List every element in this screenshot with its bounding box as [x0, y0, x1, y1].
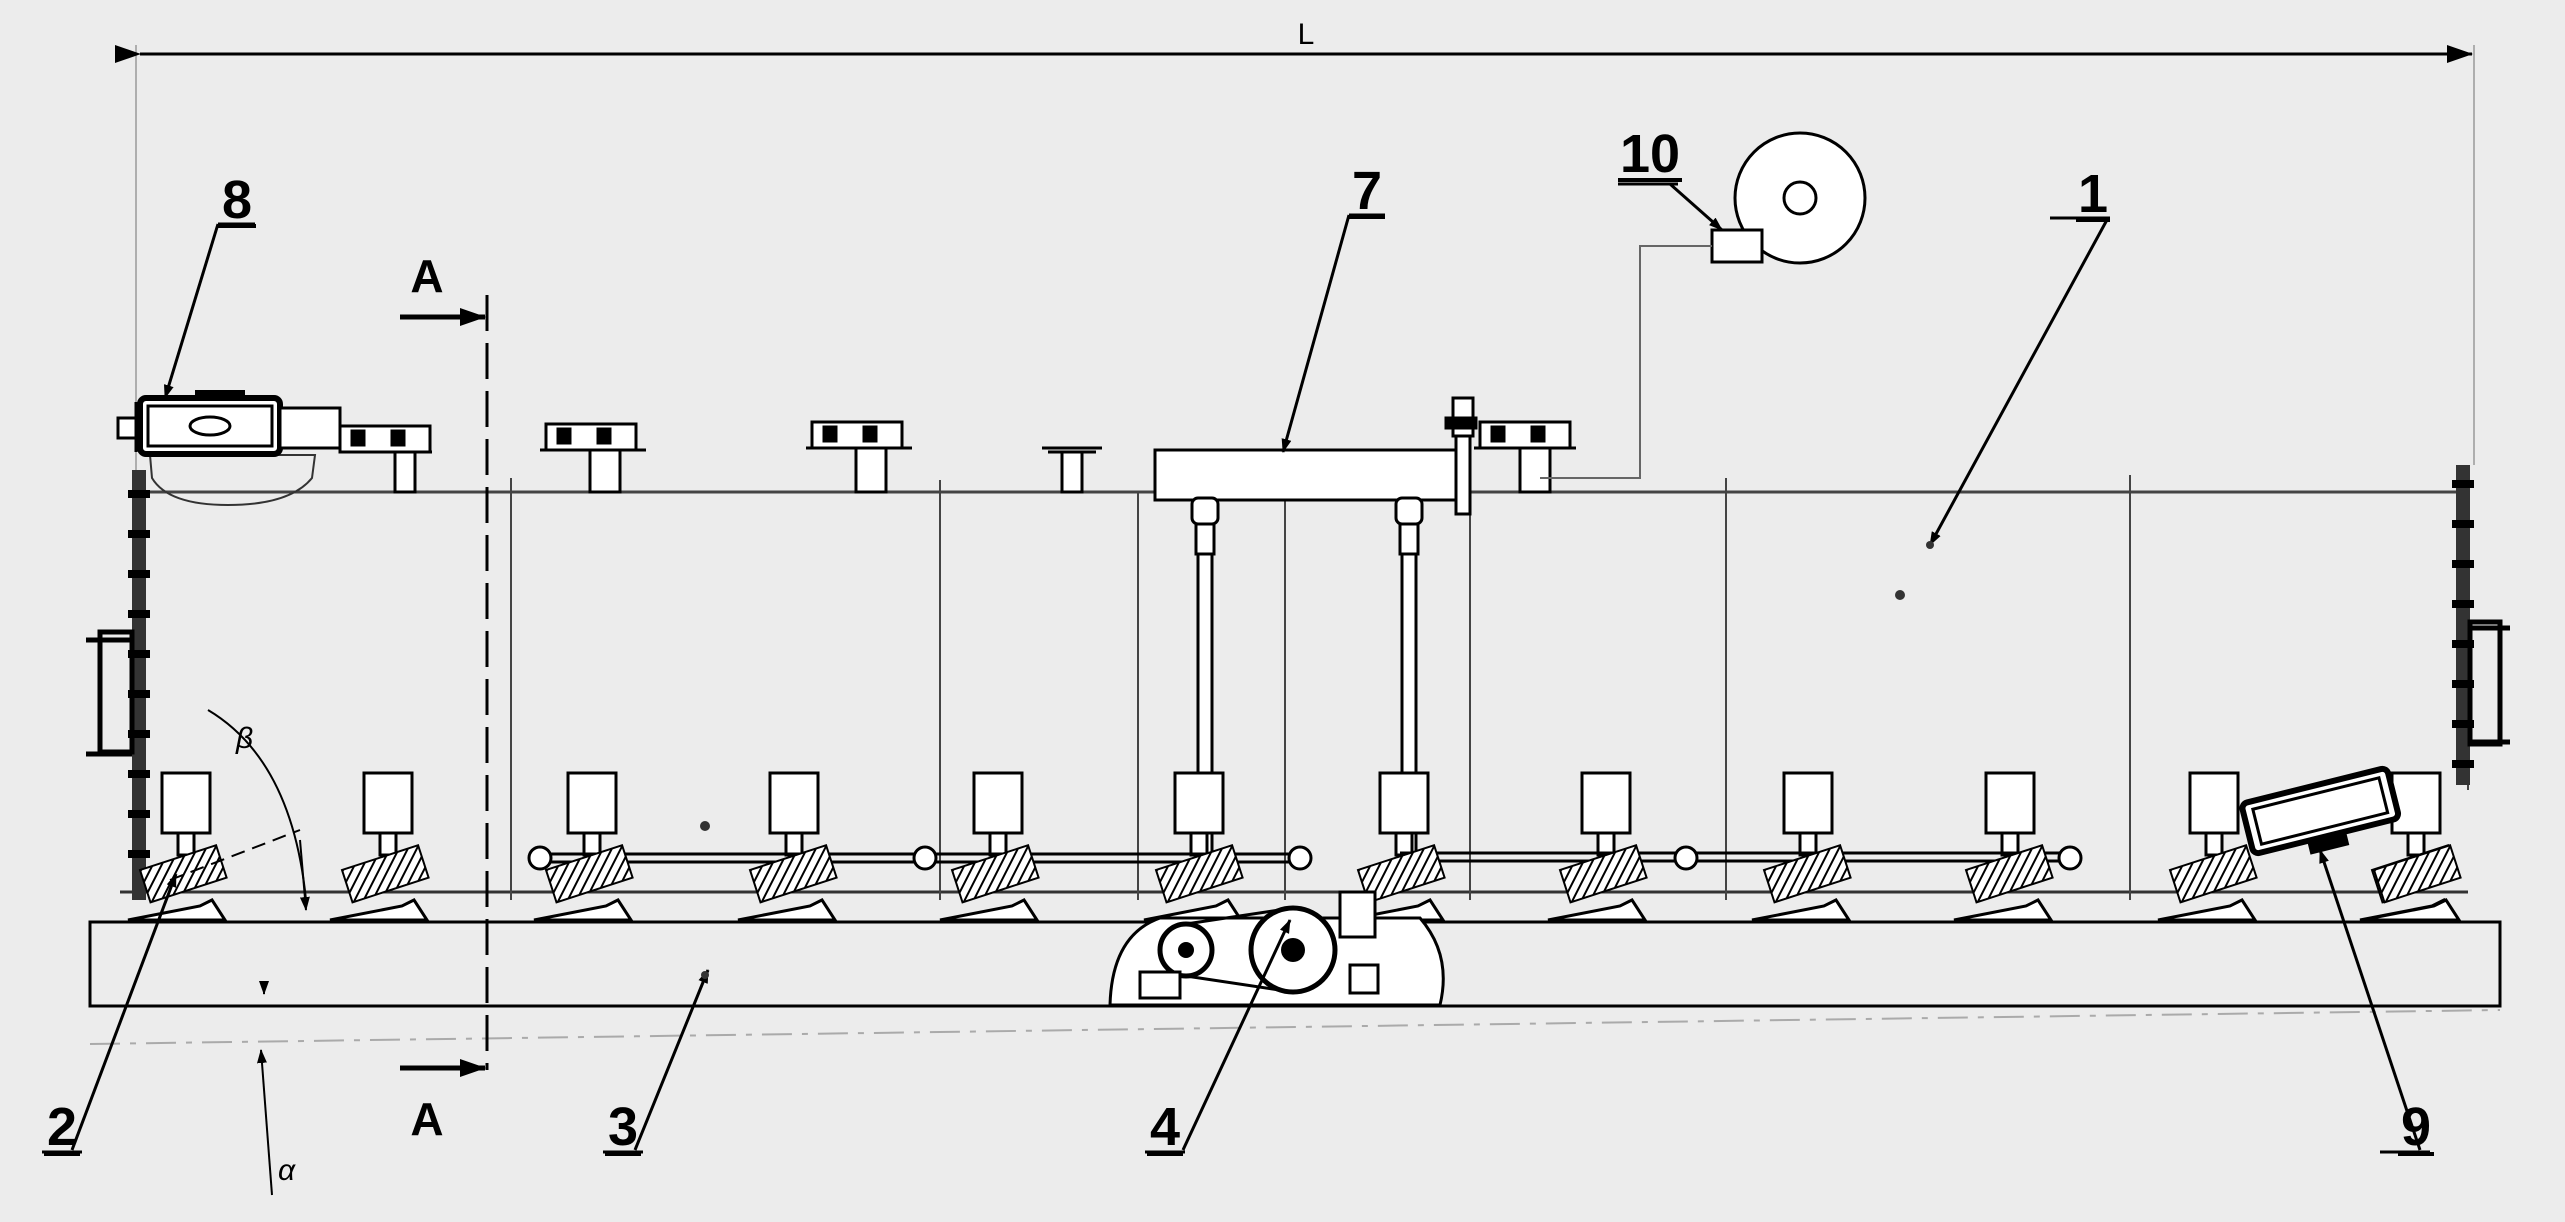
- angle-beta: β: [169, 709, 310, 911]
- fan-unit-10: [1540, 131, 1867, 479]
- angle-alpha-label: α: [278, 1154, 296, 1187]
- drive-unit-4: [1108, 890, 1445, 1007]
- dimension-label: L: [1298, 18, 1315, 51]
- callout-1: 1: [2078, 164, 2108, 224]
- section-mark-top: A: [410, 250, 443, 302]
- callout-3: 3: [608, 1097, 638, 1157]
- spring-supports: [127, 843, 2463, 922]
- callout-underlines: [44, 178, 2434, 1156]
- callout-9: 9: [2401, 1097, 2431, 1157]
- right-end-flange: [2452, 465, 2510, 785]
- linkage-rods: [527, 845, 2083, 871]
- callout-labels: 1 2 3 4 7 8 9 10: [47, 124, 2431, 1157]
- top-dome: [148, 454, 317, 507]
- callout-7: 7: [1352, 161, 1382, 221]
- callout-8: 8: [222, 170, 252, 230]
- section-line-a: A A: [400, 250, 489, 1145]
- top-valve-units: [338, 420, 1576, 494]
- ground-reference-line: [89, 1009, 2501, 1045]
- callout-2: 2: [47, 1097, 77, 1157]
- section-mark-bottom: A: [410, 1093, 443, 1145]
- vibrator-unit-9: [2239, 765, 2402, 857]
- reference-dots: [700, 541, 1934, 979]
- callout-10: 10: [1620, 124, 1680, 184]
- sensor-posts: [160, 771, 2442, 857]
- left-end-flange: [86, 470, 150, 900]
- angle-alpha: α: [256, 981, 296, 1196]
- callout-4: 4: [1150, 1097, 1180, 1157]
- trough-body: [120, 475, 2470, 900]
- actuator-unit-8: [116, 390, 342, 457]
- angle-beta-label: β: [235, 722, 253, 755]
